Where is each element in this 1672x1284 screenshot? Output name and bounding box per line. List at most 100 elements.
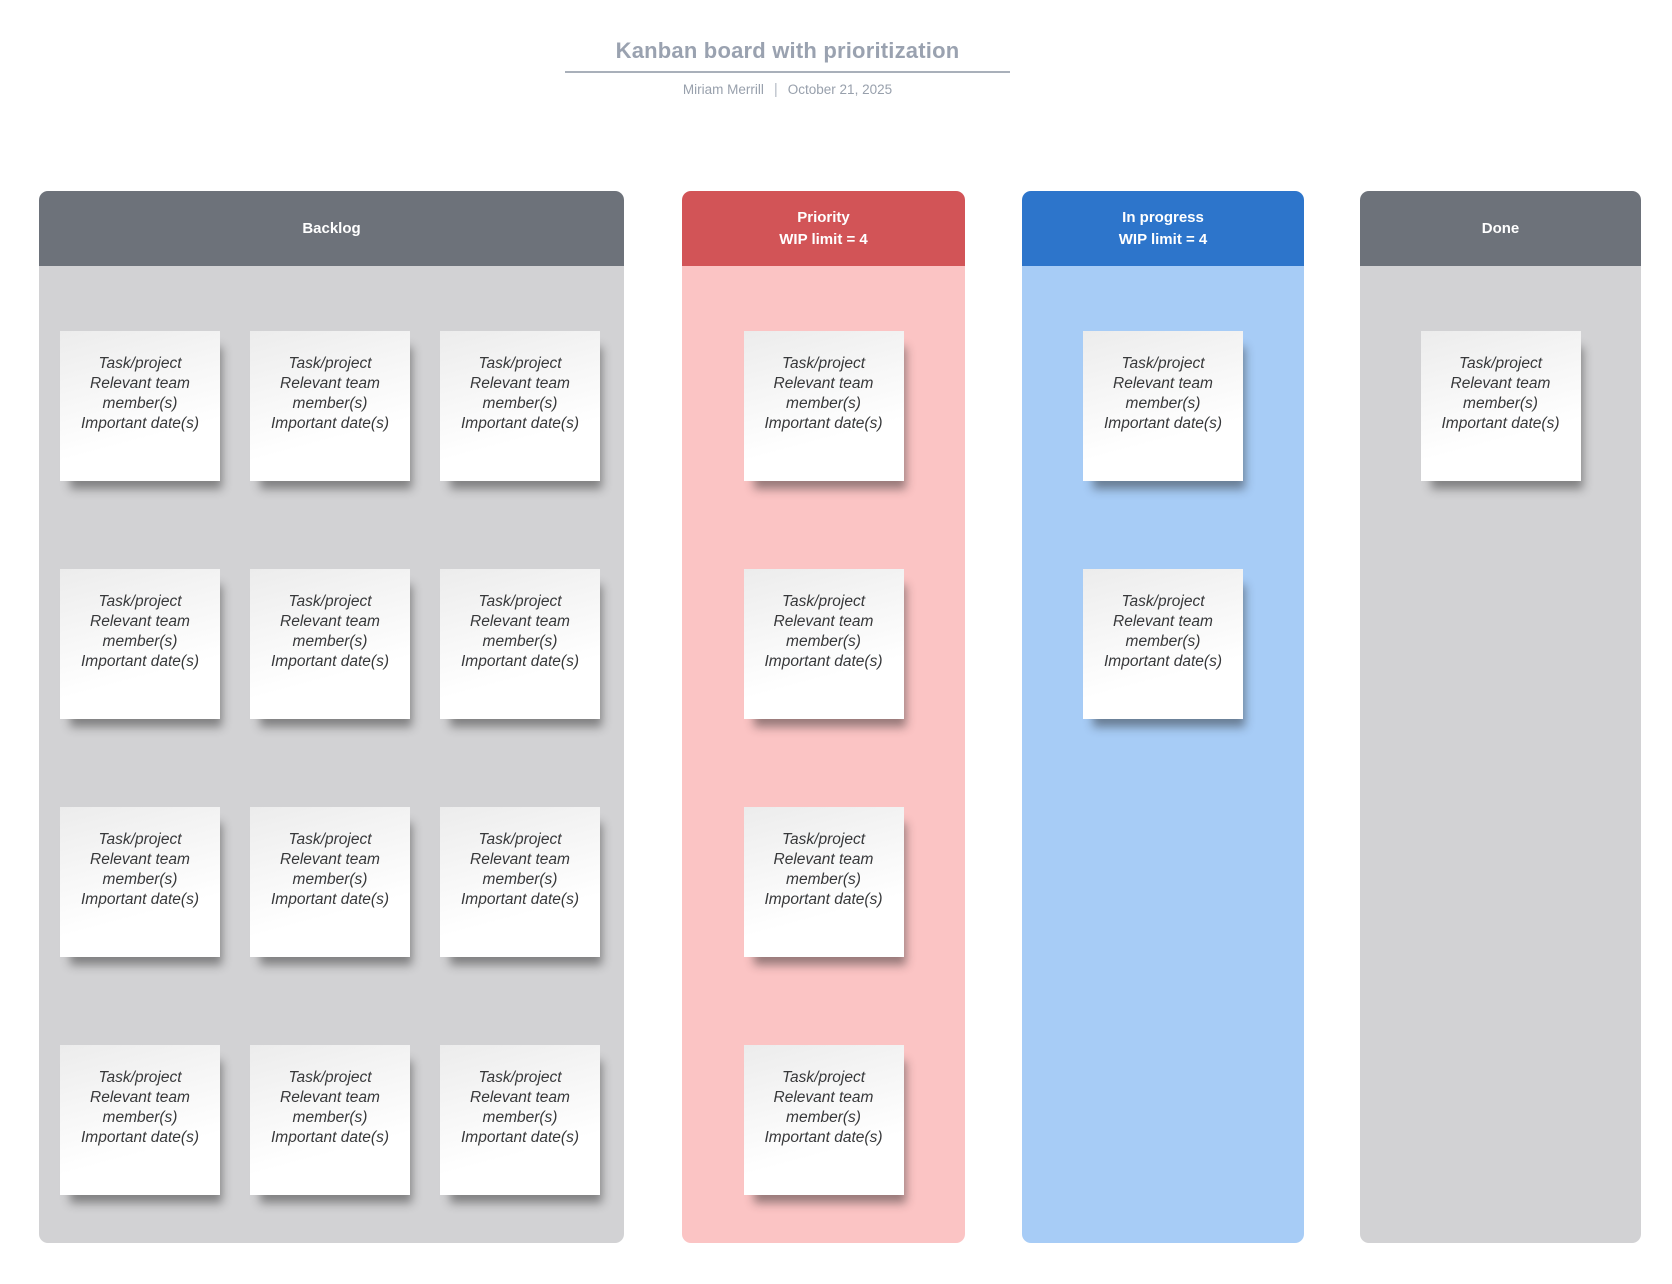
task-card[interactable]: Task/project Relevant team member(s) Imp…	[250, 807, 410, 957]
card-line-task: Task/project	[782, 355, 865, 372]
card-line-member: Relevant team member(s)	[470, 375, 570, 412]
card-line-task: Task/project	[478, 355, 562, 372]
card-line-task: Task/project	[288, 831, 372, 848]
card-line-date: Important date(s)	[1103, 415, 1223, 432]
column-title: Priority	[797, 208, 850, 226]
task-card-text: Task/project Relevant team member(s) Imp…	[448, 1068, 592, 1148]
card-line-date: Important date(s)	[80, 653, 200, 670]
task-card-text: Task/project Relevant team member(s) Imp…	[448, 830, 592, 910]
column-header-in-progress: In progress WIP limit = 4	[1022, 191, 1304, 266]
task-card-text: Task/project Relevant team member(s) Imp…	[448, 354, 592, 434]
task-card-text: Task/project Relevant team member(s) Imp…	[752, 592, 896, 672]
task-card[interactable]: Task/project Relevant team member(s) Imp…	[440, 1045, 600, 1195]
card-line-member: Relevant team member(s)	[773, 375, 874, 412]
card-line-task: Task/project	[478, 593, 562, 610]
task-card[interactable]: Task/project Relevant team member(s) Imp…	[440, 331, 600, 481]
column-header-priority: Priority WIP limit = 4	[682, 191, 965, 266]
column-priority: Priority WIP limit = 4 Task/project Rele…	[682, 191, 965, 1243]
column-header-done: Done	[1360, 191, 1641, 266]
task-card-text: Task/project Relevant team member(s) Imp…	[752, 354, 896, 434]
card-line-date: Important date(s)	[764, 415, 883, 432]
column-title: Backlog	[302, 219, 361, 237]
card-line-date: Important date(s)	[270, 1129, 390, 1146]
task-card-text: Task/project Relevant team member(s) Imp…	[68, 592, 212, 672]
card-line-date: Important date(s)	[270, 653, 390, 670]
task-card[interactable]: Task/project Relevant team member(s) Imp…	[1420, 331, 1581, 481]
byline-separator: |	[773, 81, 778, 98]
task-card[interactable]: Task/project Relevant team member(s) Imp…	[440, 569, 600, 719]
task-card[interactable]: Task/project Relevant team member(s) Imp…	[1083, 569, 1243, 719]
card-line-member: Relevant team member(s)	[90, 1089, 190, 1126]
card-line-task: Task/project	[98, 831, 182, 848]
column-header-backlog: Backlog	[39, 191, 624, 266]
task-card-text: Task/project Relevant team member(s) Imp…	[752, 1068, 896, 1148]
column-body-backlog: Task/project Relevant team member(s) Imp…	[39, 266, 624, 1243]
card-line-member: Relevant team member(s)	[280, 1089, 380, 1126]
page-title: Kanban board with prioritization	[565, 38, 1010, 73]
card-line-member: Relevant team member(s)	[280, 375, 380, 412]
card-line-member: Relevant team member(s)	[470, 613, 570, 650]
column-title: Done	[1481, 219, 1520, 237]
card-line-task: Task/project	[288, 355, 372, 372]
card-line-task: Task/project	[1121, 355, 1205, 372]
task-card[interactable]: Task/project Relevant team member(s) Imp…	[440, 807, 600, 957]
card-line-task: Task/project	[1121, 593, 1205, 610]
card-line-date: Important date(s)	[270, 891, 390, 908]
task-card-text: Task/project Relevant team member(s) Imp…	[68, 354, 212, 434]
task-card-text: Task/project Relevant team member(s) Imp…	[448, 592, 592, 672]
card-line-member: Relevant team member(s)	[90, 851, 190, 888]
task-card[interactable]: Task/project Relevant team member(s) Imp…	[743, 331, 904, 481]
task-card[interactable]: Task/project Relevant team member(s) Imp…	[250, 1045, 410, 1195]
task-card-text: Task/project Relevant team member(s) Imp…	[258, 1068, 402, 1148]
card-line-member: Relevant team member(s)	[773, 851, 874, 888]
card-line-task: Task/project	[782, 593, 865, 610]
card-line-member: Relevant team member(s)	[1113, 375, 1213, 412]
task-card[interactable]: Task/project Relevant team member(s) Imp…	[250, 331, 410, 481]
card-line-member: Relevant team member(s)	[90, 613, 190, 650]
task-card[interactable]: Task/project Relevant team member(s) Imp…	[60, 1045, 220, 1195]
byline: Miriam Merrill | October 21, 2025	[565, 81, 1010, 98]
task-card[interactable]: Task/project Relevant team member(s) Imp…	[743, 569, 904, 719]
task-card-text: Task/project Relevant team member(s) Imp…	[752, 830, 896, 910]
column-done: Done Task/project Relevant team member(s…	[1360, 191, 1641, 1243]
card-line-task: Task/project	[1459, 355, 1542, 372]
column-body-priority: Task/project Relevant team member(s) Imp…	[682, 266, 965, 1243]
card-line-date: Important date(s)	[80, 415, 200, 432]
task-card-text: Task/project Relevant team member(s) Imp…	[68, 830, 212, 910]
card-line-date: Important date(s)	[460, 891, 580, 908]
card-line-task: Task/project	[288, 593, 372, 610]
card-line-task: Task/project	[782, 1069, 865, 1086]
task-card-text: Task/project Relevant team member(s) Imp…	[1091, 592, 1235, 672]
card-line-task: Task/project	[288, 1069, 372, 1086]
title-block: Kanban board with prioritization Miriam …	[565, 38, 1010, 98]
task-card[interactable]: Task/project Relevant team member(s) Imp…	[743, 1045, 904, 1195]
card-line-task: Task/project	[782, 831, 865, 848]
task-card[interactable]: Task/project Relevant team member(s) Imp…	[60, 331, 220, 481]
task-card[interactable]: Task/project Relevant team member(s) Imp…	[60, 807, 220, 957]
card-line-date: Important date(s)	[764, 653, 883, 670]
card-line-date: Important date(s)	[764, 1129, 883, 1146]
task-card[interactable]: Task/project Relevant team member(s) Imp…	[60, 569, 220, 719]
card-line-date: Important date(s)	[764, 891, 883, 908]
document-date: October 21, 2025	[787, 82, 893, 97]
card-line-task: Task/project	[98, 593, 182, 610]
card-line-task: Task/project	[98, 1069, 182, 1086]
task-card-text: Task/project Relevant team member(s) Imp…	[1091, 354, 1235, 434]
task-card[interactable]: Task/project Relevant team member(s) Imp…	[1083, 331, 1243, 481]
task-card[interactable]: Task/project Relevant team member(s) Imp…	[743, 807, 904, 957]
task-card[interactable]: Task/project Relevant team member(s) Imp…	[250, 569, 410, 719]
card-line-task: Task/project	[478, 1069, 562, 1086]
task-card-text: Task/project Relevant team member(s) Imp…	[68, 1068, 212, 1148]
task-card-text: Task/project Relevant team member(s) Imp…	[258, 830, 402, 910]
card-line-task: Task/project	[98, 355, 182, 372]
column-wip-limit: WIP limit = 4	[779, 230, 868, 248]
card-line-task: Task/project	[478, 831, 562, 848]
card-line-member: Relevant team member(s)	[470, 1089, 570, 1126]
card-line-date: Important date(s)	[460, 653, 580, 670]
card-line-date: Important date(s)	[1441, 415, 1560, 432]
card-line-date: Important date(s)	[460, 1129, 580, 1146]
task-card-text: Task/project Relevant team member(s) Imp…	[258, 354, 402, 434]
card-line-date: Important date(s)	[460, 415, 580, 432]
